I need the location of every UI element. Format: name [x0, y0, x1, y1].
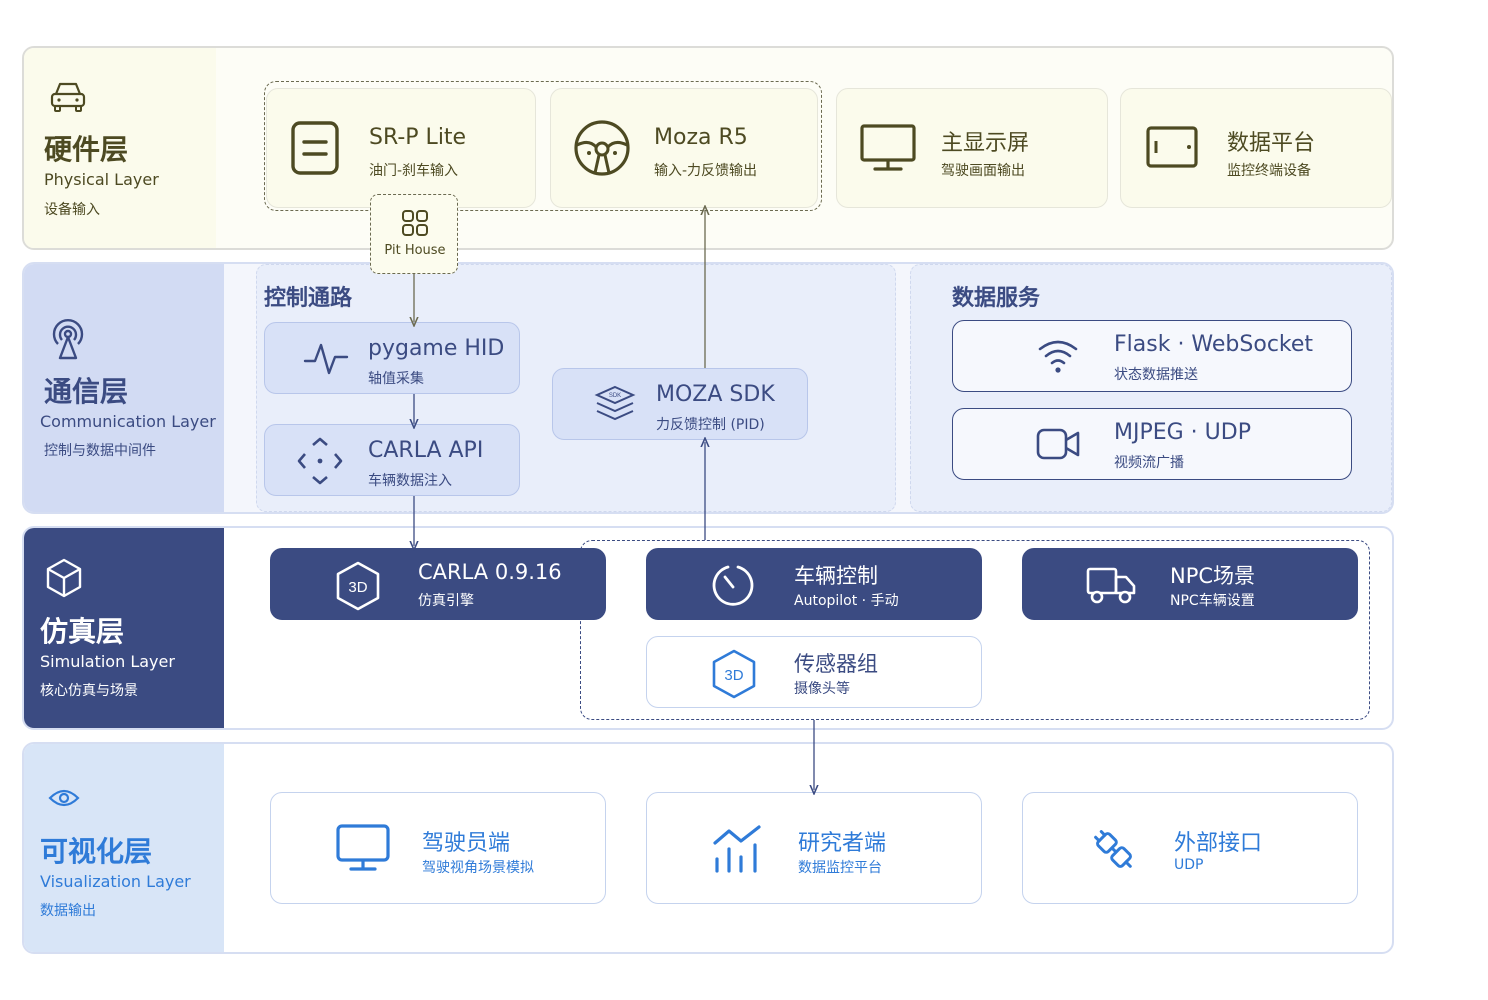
sim-card-title: NPC场景	[1170, 564, 1256, 588]
wheel-pedal-group	[264, 81, 822, 211]
communication-layer-sub: 控制与数据中间件	[44, 443, 156, 459]
hw-card-data-platform[interactable]: 数据平台 监控终端设备	[1120, 88, 1392, 208]
comm-card-sub: 力反馈控制 (PID)	[656, 417, 765, 433]
data-service-title: 数据服务	[952, 286, 1041, 311]
grid-apps-icon	[402, 210, 428, 236]
monitor-icon	[860, 124, 916, 171]
truck-icon	[1086, 567, 1136, 604]
svg-text:3D: 3D	[348, 579, 367, 596]
3d-cube-icon: 3D	[336, 561, 380, 611]
communication-layer-title: 通信层	[44, 375, 129, 408]
service-card-sub: 状态数据推送	[1114, 367, 1198, 383]
card-carla-engine[interactable]: 3D CARLA 0.9.16 仿真引擎	[270, 548, 606, 620]
simulation-layer-en: Simulation Layer	[40, 652, 175, 671]
hw-card-sub: 监控终端设备	[1227, 163, 1311, 179]
hw-card-main-display[interactable]: 主显示屏 驾驶画面输出	[836, 88, 1108, 208]
broadcast-icon	[52, 319, 84, 360]
comm-card-title: pygame HID	[368, 336, 505, 361]
simulation-layer-sidebar	[24, 528, 224, 728]
card-researcher-end[interactable]: 研究者端 数据监控平台	[646, 792, 982, 904]
tablet-icon	[1146, 126, 1198, 168]
pit-house-badge[interactable]: Pit House	[370, 194, 458, 274]
control-path-title: 控制通路	[264, 286, 353, 311]
card-moza-sdk[interactable]: SDK MOZA SDK 力反馈控制 (PID)	[552, 368, 808, 440]
comm-card-sub: 车辆数据注入	[368, 473, 452, 489]
card-flask-websocket[interactable]: Flask · WebSocket 状态数据推送	[952, 320, 1352, 392]
vis-card-title: 研究者端	[798, 831, 887, 856]
hardware-layer-en: Physical Layer	[44, 170, 159, 189]
comm-card-title: CARLA API	[368, 438, 484, 463]
visualization-layer-en: Visualization Layer	[40, 872, 191, 891]
vis-card-sub: 数据监控平台	[798, 860, 882, 876]
comm-card-sub: 轴值采集	[368, 371, 424, 387]
card-sensor-group[interactable]: 3D 传感器组 摄像头等	[646, 636, 982, 708]
cube-icon	[46, 558, 82, 598]
svg-text:SDK: SDK	[609, 393, 621, 399]
vis-card-title: 外部接口	[1174, 831, 1263, 856]
hw-card-title: Moza R5	[654, 125, 748, 150]
service-card-sub: 视频流广播	[1114, 455, 1184, 471]
service-card-title: Flask · WebSocket	[1114, 332, 1314, 357]
service-card-title: MJPEG · UDP	[1114, 420, 1251, 445]
card-external-interface[interactable]: 外部接口 UDP	[1022, 792, 1358, 904]
communication-layer-sidebar	[24, 264, 224, 512]
eye-icon	[48, 789, 80, 807]
hw-card-moza-r5[interactable]: Moza R5 输入-力反馈输出	[550, 88, 818, 208]
hw-card-title: 主显示屏	[941, 131, 1030, 156]
video-camera-icon	[1036, 428, 1080, 460]
plug-icon	[1094, 830, 1132, 868]
desktop-icon	[336, 824, 390, 871]
vis-card-title: 驾驶员端	[422, 831, 511, 856]
sdk-layers-icon: SDK	[594, 385, 636, 421]
hw-card-sub: 油门-刹车输入	[369, 163, 459, 179]
hw-card-srp-lite[interactable]: SR-P Lite 油门-刹车输入	[266, 88, 536, 208]
sim-card-sub: NPC车辆设置	[1170, 593, 1255, 609]
sim-card-sub: 摄像头等	[794, 681, 850, 697]
sim-card-title: CARLA 0.9.16	[418, 560, 562, 584]
comm-card-title: MOZA SDK	[656, 382, 775, 407]
car-icon	[50, 82, 86, 112]
hw-card-sub: 驾驶画面输出	[941, 163, 1025, 179]
simulation-layer-title: 仿真层	[40, 615, 125, 648]
pedal-icon	[291, 121, 339, 175]
sim-card-sub: Autopilot · 手动	[794, 593, 899, 609]
hardware-layer-sidebar	[24, 48, 216, 248]
hardware-layer-sub: 设备输入	[44, 202, 100, 218]
sim-card-title: 车辆控制	[794, 564, 878, 588]
vis-card-sub: UDP	[1174, 857, 1204, 873]
move-arrows-icon	[297, 437, 343, 485]
pulse-icon	[303, 343, 349, 375]
hw-card-title: 数据平台	[1227, 131, 1316, 156]
vehicle-sensor-group	[580, 540, 1370, 720]
visualization-layer-sidebar	[24, 744, 224, 952]
svg-text:3D: 3D	[724, 667, 743, 684]
sim-card-title: 传感器组	[794, 652, 878, 676]
card-carla-api[interactable]: CARLA API 车辆数据注入	[264, 424, 520, 496]
card-pygame-hid[interactable]: pygame HID 轴值采集	[264, 322, 520, 394]
card-npc-scene[interactable]: NPC场景 NPC车辆设置	[1022, 548, 1358, 620]
communication-layer-en: Communication Layer	[40, 412, 216, 431]
card-vehicle-control[interactable]: 车辆控制 Autopilot · 手动	[646, 548, 982, 620]
vis-card-sub: 驾驶视角场景模拟	[422, 860, 534, 876]
card-mjpeg-udp[interactable]: MJPEG · UDP 视频流广播	[952, 408, 1352, 480]
visualization-layer-title: 可视化层	[40, 835, 153, 868]
hardware-layer-title: 硬件层	[44, 133, 129, 166]
hw-card-sub: 输入-力反馈输出	[654, 163, 758, 179]
visualization-layer-sub: 数据输出	[40, 903, 96, 919]
steering-wheel-icon	[574, 120, 630, 176]
3d-cube-icon: 3D	[712, 649, 756, 699]
hw-card-title: SR-P Lite	[369, 125, 467, 150]
wifi-icon	[1038, 340, 1078, 373]
pit-house-label: Pit House	[384, 243, 446, 258]
analytics-icon	[713, 825, 761, 873]
card-driver-end[interactable]: 驾驶员端 驾驶视角场景模拟	[270, 792, 606, 904]
sim-card-sub: 仿真引擎	[418, 593, 474, 609]
simulation-layer-sub: 核心仿真与场景	[40, 683, 138, 699]
speedometer-icon	[712, 565, 754, 606]
